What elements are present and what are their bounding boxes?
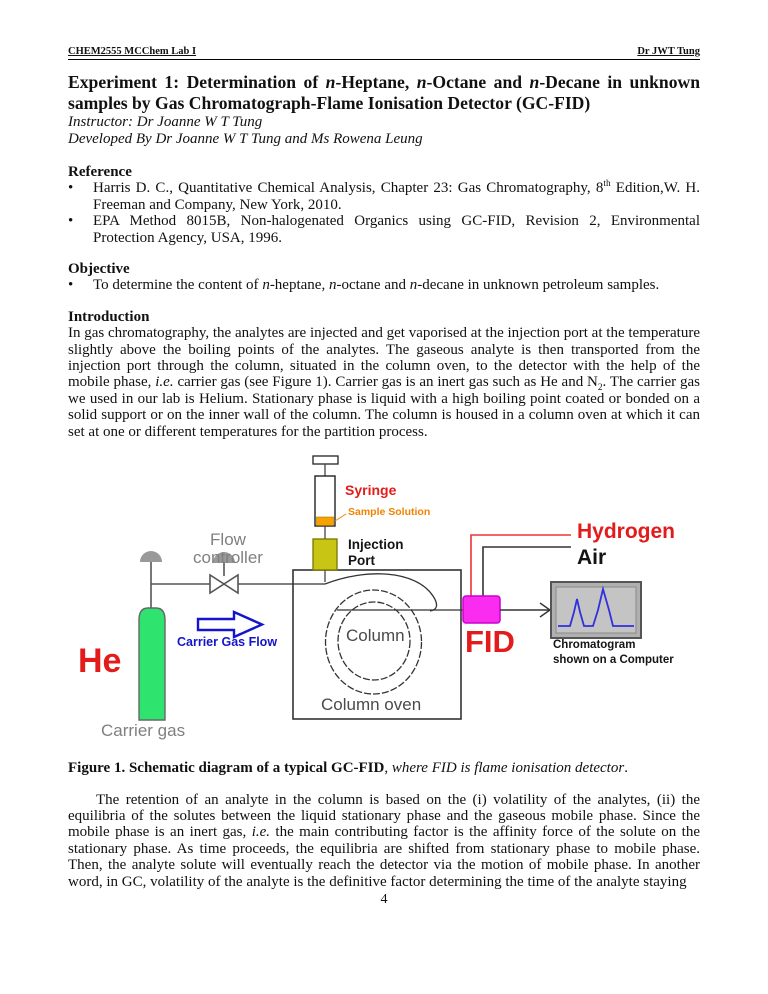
column-coil-outer <box>324 589 423 695</box>
column-tube-inlet-line <box>324 573 438 612</box>
objective-heading: Objective <box>68 261 130 278</box>
introduction-paragraph: In gas chromatography, the analytes are … <box>68 325 701 440</box>
label-flow-line1: Flow <box>210 530 246 550</box>
column-coil-inner <box>337 601 411 681</box>
body-paragraph-2: The retention of an analyte in the colum… <box>68 791 700 890</box>
byline-developed: Developed By Dr Joanne W T Tung and Ms R… <box>68 130 423 147</box>
label-chromatogram-line2: shown on a Computer <box>553 653 674 666</box>
label-column: Column <box>346 626 405 646</box>
label-injection-port: Injection Port <box>348 537 404 569</box>
carrier-gas-flow-arrow-icon <box>196 610 265 639</box>
sample-solution-band <box>316 516 334 526</box>
reference-item-2: • EPA Method 8015B, Non-halogenated Orga… <box>68 213 700 246</box>
experiment-title: Experiment 1: Determination of n-Heptane… <box>68 72 700 114</box>
reference-item-1: • Harris D. C., Quantitative Chemical An… <box>68 180 700 213</box>
experiment-title-line2: samples by Gas Chromatograph-Flame Ionis… <box>68 93 591 113</box>
label-air: Air <box>577 546 607 570</box>
gc-fid-diagram-graphics <box>138 455 642 721</box>
introduction-heading: Introduction <box>68 308 150 325</box>
hydrogen-supply-line <box>470 534 571 597</box>
label-chromatogram-line1: Chromatogram <box>553 639 636 652</box>
flow-valve-icon <box>222 573 239 595</box>
flow-valve-icon <box>209 573 226 595</box>
gas-cylinder-graphic <box>138 607 166 721</box>
fid-detector-graphic <box>462 595 501 624</box>
label-syringe: Syringe <box>345 482 397 499</box>
label-column-oven: Column oven <box>321 695 422 715</box>
label-hydrogen: Hydrogen <box>577 520 676 544</box>
figure-caption: Figure 1. Schematic diagram of a typical… <box>68 760 628 777</box>
column-oven-box <box>292 569 462 720</box>
chromatogram-trace <box>558 585 634 627</box>
sample-solution-leader-line <box>334 513 347 522</box>
syringe-plunger-graphic <box>312 455 339 465</box>
label-injection-line2: Port <box>348 553 375 569</box>
bullet-icon: • <box>68 180 74 197</box>
label-sample-solution: Sample Solution <box>348 506 431 519</box>
header-author: Dr JWT Tung <box>637 46 700 57</box>
objective-item: • To determine the content of n-heptane,… <box>68 277 700 293</box>
label-chromatogram: Chromatogram shown on a Computer <box>553 638 674 667</box>
label-flow-line2: controller <box>193 547 263 567</box>
bullet-icon: • <box>68 213 74 230</box>
label-he: He <box>78 642 122 681</box>
reference-item-2-text: EPA Method 8015B, Non-halogenated Organi… <box>93 213 700 246</box>
gc-fid-diagram: Syringe Sample Solution Injection Port F… <box>64 446 712 746</box>
page-header: CHEM2555 MCChem Lab I Dr JWT Tung <box>68 46 700 60</box>
injection-port-graphic <box>312 538 338 571</box>
flow-valve-knob-icon <box>213 552 235 564</box>
label-fid: FID <box>465 624 515 660</box>
label-carrier-gas: Carrier gas <box>101 721 186 741</box>
objective-item-text: To determine the content of n-heptane, n… <box>93 277 660 294</box>
header-course-code: CHEM2555 MCChem Lab I <box>68 46 197 57</box>
label-flow-controller: Flow controller <box>182 531 274 566</box>
byline-instructor: Instructor: Dr Joanne W T Tung <box>68 114 263 130</box>
bullet-icon: • <box>68 277 74 294</box>
label-carrier-gas-flow: Carrier Gas Flow <box>177 635 278 650</box>
experiment-title-line1: Experiment 1: Determination of n-Heptane… <box>68 72 700 92</box>
reference-heading: Reference <box>68 164 132 180</box>
cylinder-valve-knob-icon <box>140 551 162 563</box>
reference-item-1-text: Harris D. C., Quantitative Chemical Anal… <box>93 179 700 213</box>
label-injection-line1: Injection <box>348 537 404 553</box>
air-supply-line <box>482 546 571 597</box>
page-number: 4 <box>380 891 388 907</box>
